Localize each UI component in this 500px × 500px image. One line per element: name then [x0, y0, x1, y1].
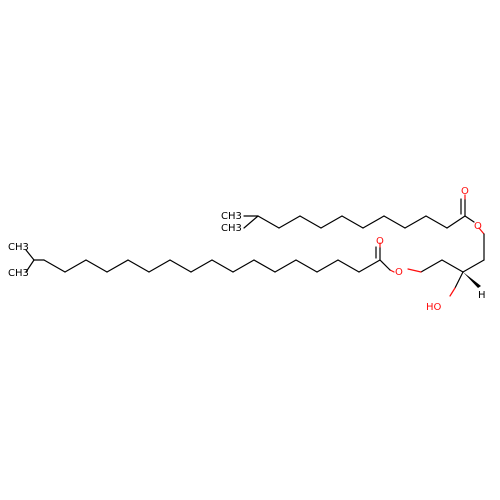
methyl-label-upper-1: CH3 — [221, 211, 242, 222]
hydrogen-label: H — [478, 290, 486, 301]
methyl-label-lower-2: CH3 — [8, 268, 29, 279]
oxygen-carbonyl-upper: O — [461, 186, 469, 197]
glycerol-backbone — [407, 259, 485, 297]
hydroxyl-label: HO — [426, 302, 442, 313]
lower-acyl-chain — [25, 242, 395, 273]
oxygen-carbonyl-lower: O — [376, 236, 384, 247]
oxygen-ester-lower: O — [395, 267, 403, 278]
methyl-label-upper-2: CH3 — [221, 223, 242, 234]
upper-acyl-chain — [243, 194, 485, 261]
methyl-label-lower-1: CH3 — [8, 242, 29, 253]
stereo-wedge — [463, 272, 481, 288]
oxygen-ester-upper: O — [474, 221, 482, 232]
